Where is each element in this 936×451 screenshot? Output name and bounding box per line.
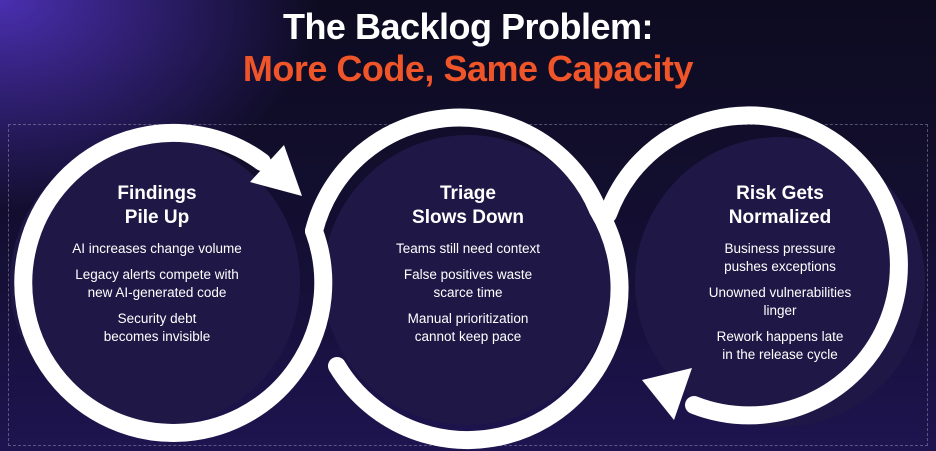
arrowhead-bottom-icon xyxy=(642,368,692,420)
arc-risk xyxy=(599,106,908,425)
page-title: The Backlog Problem: xyxy=(282,6,654,47)
arrowhead-top-icon xyxy=(250,145,302,196)
stage-point: Teams still need context xyxy=(395,241,541,256)
circle-risk-bg xyxy=(635,137,925,427)
arc-findings xyxy=(14,123,333,442)
arc-triage-upper xyxy=(305,108,607,240)
arc-triage xyxy=(328,201,629,449)
stage-title: Findings Pile Up xyxy=(117,183,197,228)
circle-triage-bg xyxy=(323,135,613,425)
stage-title: Triage Slows Down xyxy=(412,183,524,228)
page-subtitle: More Code, Same Capacity xyxy=(242,48,694,89)
stage-point: AI increases change volume xyxy=(72,241,242,256)
stage-triage: Triage Slows Down Teams still need conte… xyxy=(358,182,578,354)
circle-findings-bg xyxy=(10,137,300,427)
stage-findings: Findings Pile Up AI increases change vol… xyxy=(47,182,267,354)
stage-title: Risk Gets Normalized xyxy=(728,183,832,228)
